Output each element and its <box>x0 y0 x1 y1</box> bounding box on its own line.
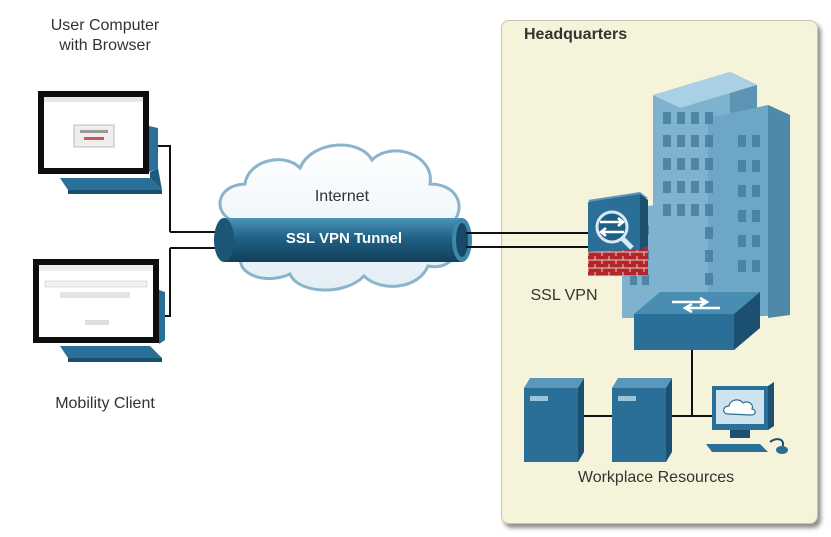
hq-links <box>466 232 712 417</box>
user-computer-icon <box>38 91 162 194</box>
workstation-icon <box>706 382 788 454</box>
internet-label: Internet <box>314 188 370 205</box>
mobility-client-label: Mobility Client <box>55 395 155 412</box>
headquarters-building-icon <box>622 72 790 318</box>
headquarters-title: Headquarters <box>524 26 628 43</box>
ssl-vpn-firewall-icon <box>588 192 648 276</box>
switch-icon <box>634 292 760 350</box>
server-icon <box>612 378 672 462</box>
ssl-vpn-tunnel <box>214 218 472 262</box>
user-computer-label: User Computer with Browser <box>50 17 160 54</box>
internet-cloud <box>218 143 461 292</box>
server-icon <box>524 378 584 462</box>
client-links <box>150 145 225 317</box>
workplace-resources-label: Workplace Resources <box>577 469 735 486</box>
tunnel-label: SSL VPN Tunnel <box>285 230 403 247</box>
mobility-client-icon <box>33 259 165 362</box>
ssl-vpn-label: SSL VPN <box>530 287 598 304</box>
